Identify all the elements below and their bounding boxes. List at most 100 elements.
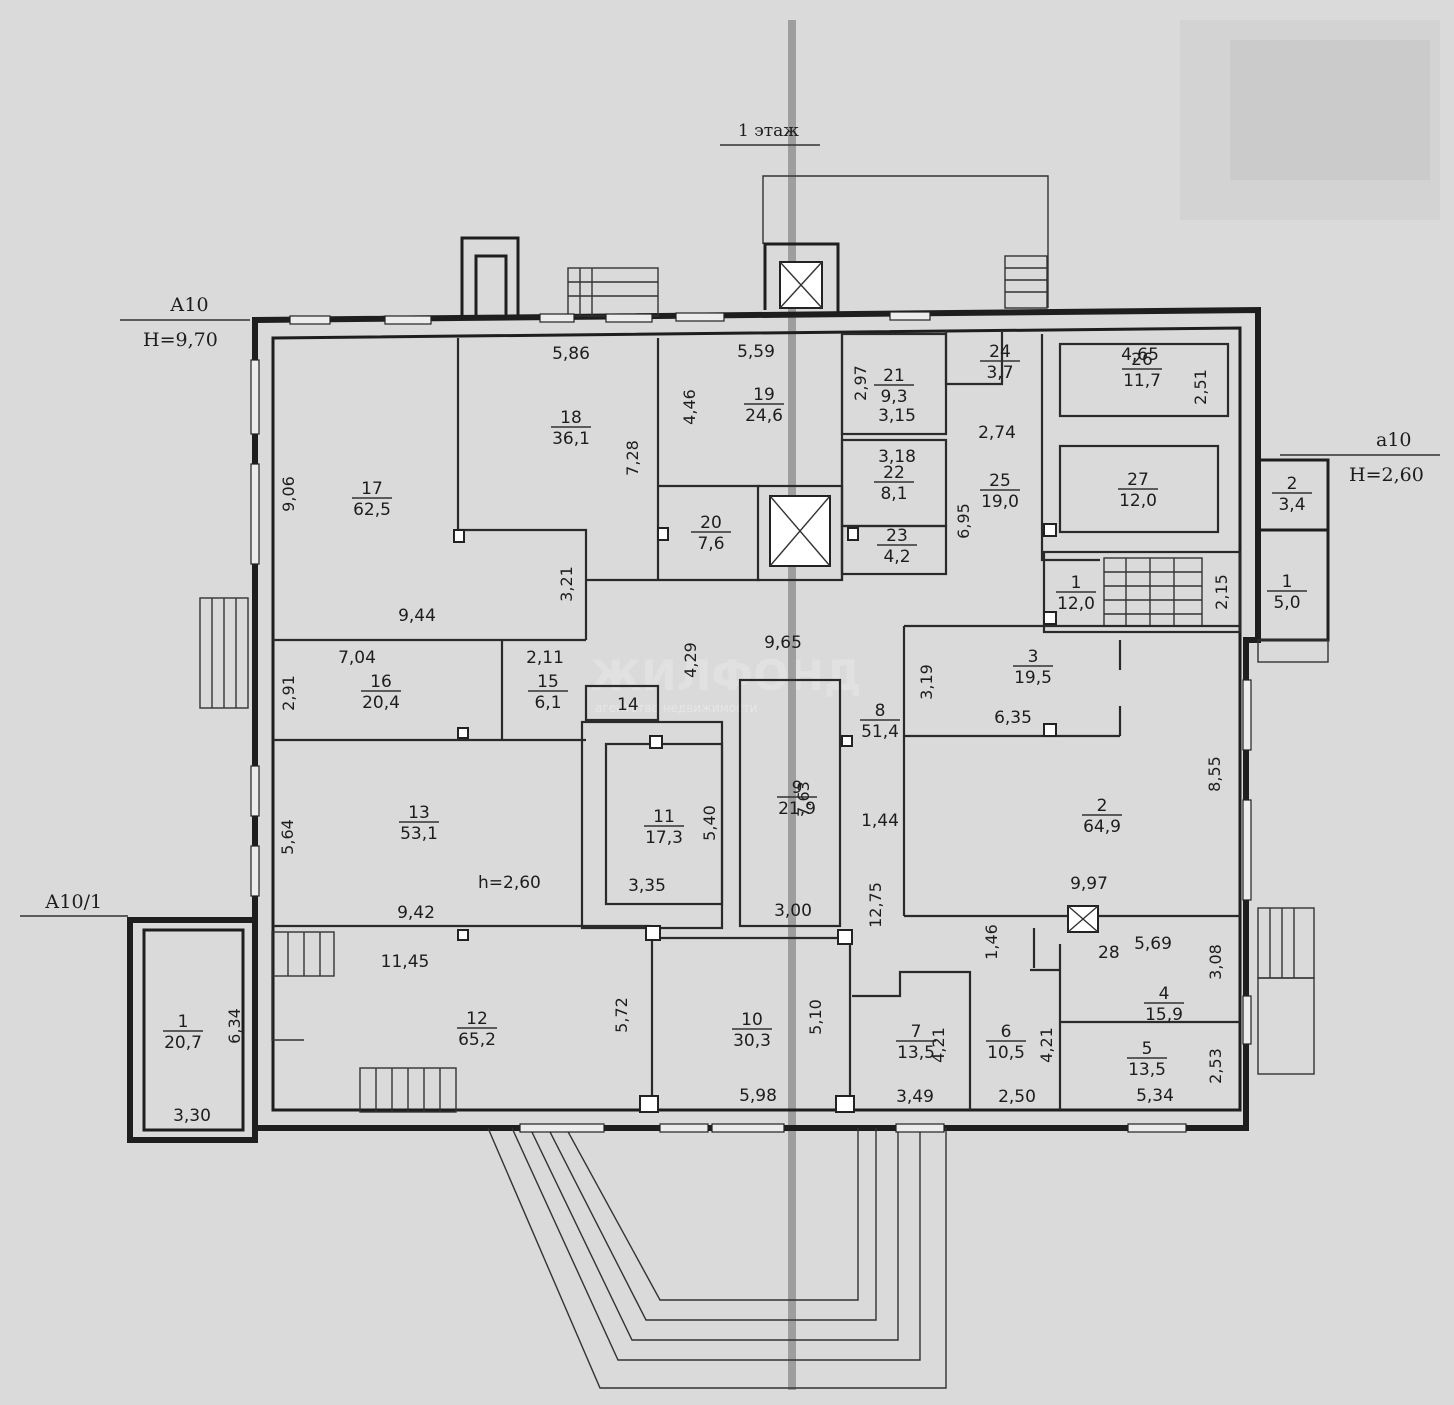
room-area: 19,5 xyxy=(1014,668,1052,688)
room-number: 10 xyxy=(741,1010,763,1030)
dimension-label: 8,55 xyxy=(1205,756,1224,792)
room-number: 7 xyxy=(911,1022,922,1042)
dimension-label: 12,75 xyxy=(866,882,885,928)
dimension-label: 4,46 xyxy=(680,389,699,425)
room-number: 20 xyxy=(700,513,722,533)
dimension-label: 6,35 xyxy=(994,708,1032,728)
axis-a10-small: а10 xyxy=(1376,429,1412,451)
dimension-label: 4,21 xyxy=(929,1027,948,1063)
dimension-label: 3,35 xyxy=(628,876,666,896)
dimension-label: 5,34 xyxy=(1136,1086,1174,1106)
dimension-label: 1,44 xyxy=(861,811,899,831)
outer-walls xyxy=(127,175,1330,1389)
room-area: 53,1 xyxy=(400,824,438,844)
room-number: 17 xyxy=(361,479,383,499)
room-number: 2 xyxy=(1097,796,1108,816)
dimension-label: 5,98 xyxy=(739,1086,777,1106)
windows xyxy=(250,311,1252,1133)
dimension-label: 11,45 xyxy=(381,952,430,972)
room-number: 9 xyxy=(792,778,803,798)
dimension-label: 2,91 xyxy=(279,675,298,711)
dimension-label: 2,74 xyxy=(978,423,1016,443)
room-label: 264,9 xyxy=(1082,796,1122,837)
room-area: 5,0 xyxy=(1273,593,1300,613)
dimension-label: 5,72 xyxy=(612,997,631,1033)
dimension-label: 3,18 xyxy=(878,447,916,467)
room-label: 513,5 xyxy=(1127,1039,1167,1080)
room-area: 20,4 xyxy=(362,693,400,713)
room-number: 1 xyxy=(1282,572,1293,592)
dimension-label: 6,95 xyxy=(954,503,973,539)
room-label: 610,5 xyxy=(986,1022,1026,1063)
dimension-label: 1,46 xyxy=(982,924,1001,960)
dimension-label: 3,08 xyxy=(1206,944,1225,980)
room-area: 36,1 xyxy=(552,429,590,449)
room-area: 7,6 xyxy=(697,534,724,554)
room-area: 51,4 xyxy=(861,722,899,742)
dimension-label: 9,42 xyxy=(397,903,435,923)
axis-a10: А10 xyxy=(170,294,209,316)
room-number: 2 xyxy=(1287,474,1298,494)
room-number: 24 xyxy=(989,342,1011,362)
dimension-label: 5,59 xyxy=(737,342,775,362)
room-number: 4 xyxy=(1159,984,1170,1004)
dimension-label: 4,29 xyxy=(681,642,700,678)
dimension-label: 2,15 xyxy=(1212,574,1231,610)
room-area: 15,9 xyxy=(1145,1005,1183,1025)
dimension-label: 2,50 xyxy=(998,1087,1036,1107)
room-labels: 1762,51836,11924,6219,3243,72611,7228,12… xyxy=(163,342,1312,1080)
dimension-label: 4,65 xyxy=(1121,345,1159,365)
room-number: 8 xyxy=(875,701,886,721)
dimension-label: 2,51 xyxy=(1191,369,1210,405)
axis-a10-1: А10/1 xyxy=(45,891,102,913)
dimension-label: 2,11 xyxy=(526,648,564,668)
dimension-label: 3,00 xyxy=(774,901,812,921)
room-area: 3,4 xyxy=(1278,495,1305,515)
room-number: 5 xyxy=(1142,1039,1153,1059)
height-small: Н=2,60 xyxy=(1349,464,1424,486)
watermark-tagline: агентство недвижимости xyxy=(595,701,757,715)
room-number: 19 xyxy=(753,385,775,405)
room-area: 62,5 xyxy=(353,500,391,520)
room-label-28: 28 xyxy=(1098,943,1120,963)
dimension-label: 9,06 xyxy=(279,476,298,512)
height-main: Н=9,70 xyxy=(143,329,218,351)
dimension-label: 2,53 xyxy=(1206,1048,1225,1084)
room-area: 9,3 xyxy=(880,387,907,407)
dimension-label: 9,65 xyxy=(764,633,802,653)
room-area: 8,1 xyxy=(880,484,907,504)
room-number: 27 xyxy=(1127,470,1149,490)
room-label: 120,7 xyxy=(163,1012,203,1053)
dimension-label: 2,97 xyxy=(851,365,870,401)
room-area: 17,3 xyxy=(645,828,683,848)
dimension-label: 6,34 xyxy=(225,1008,244,1044)
room-area: 13,5 xyxy=(897,1043,935,1063)
room-area: 12,0 xyxy=(1119,491,1157,511)
room-label: 713,5 xyxy=(896,1022,936,1063)
dimension-label: 9,44 xyxy=(398,606,436,626)
room-label: 319,5 xyxy=(1013,647,1053,688)
dimension-label: 5,69 xyxy=(1134,934,1172,954)
room-area: 3,7 xyxy=(986,363,1013,383)
room-label: 156,1 xyxy=(528,672,568,713)
room-label: 219,3 xyxy=(874,366,914,407)
room-number: 12 xyxy=(466,1009,488,1029)
room-label: 851,4 xyxy=(860,701,900,742)
dimension-label: 3,15 xyxy=(878,406,916,426)
room-number: 26 xyxy=(1131,350,1153,370)
room-number: 22 xyxy=(883,463,905,483)
room-area: 4,2 xyxy=(883,547,910,567)
room-number: 25 xyxy=(989,471,1011,491)
room-label: 23,4 xyxy=(1272,474,1312,515)
room-area: 10,5 xyxy=(987,1043,1025,1063)
